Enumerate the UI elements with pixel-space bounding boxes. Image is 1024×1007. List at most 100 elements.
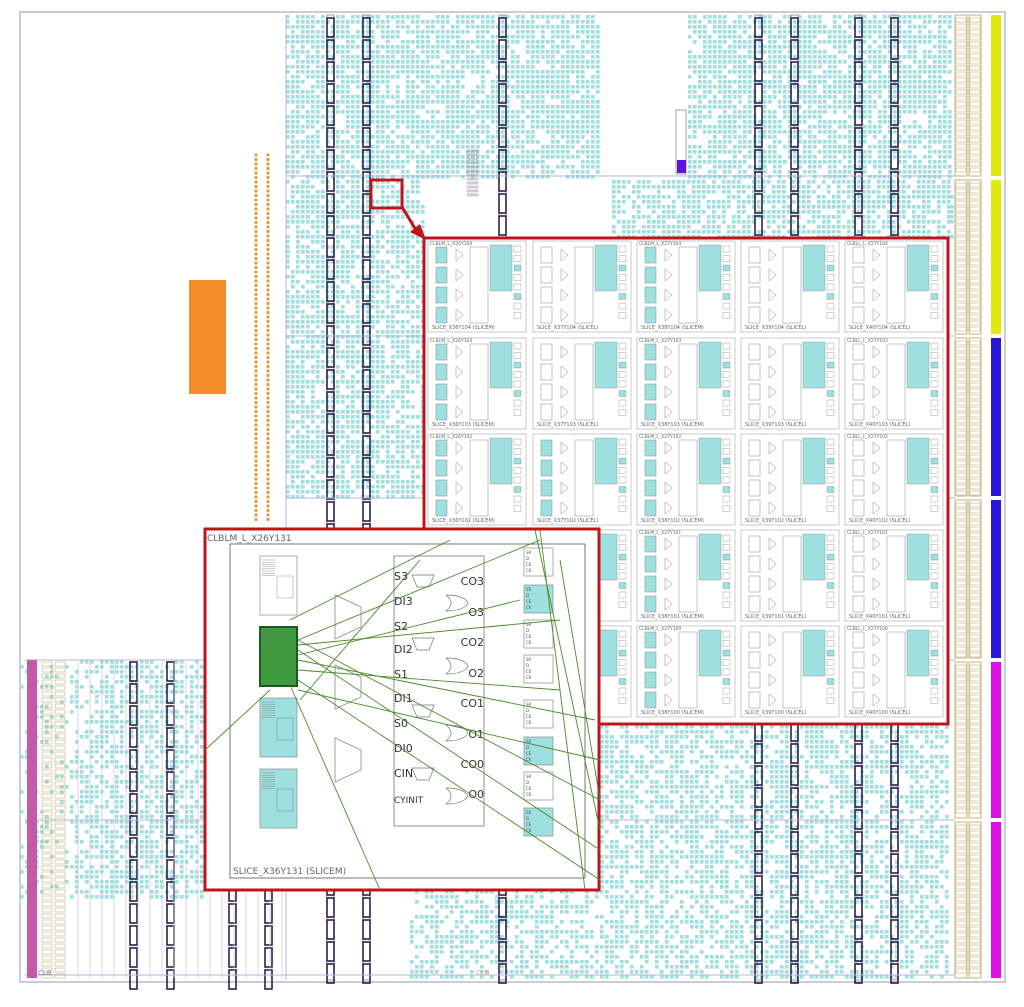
placed-cell[interactable] bbox=[718, 130, 722, 134]
placed-cell[interactable] bbox=[366, 140, 370, 144]
placed-cell[interactable] bbox=[772, 215, 776, 219]
placed-cell[interactable] bbox=[366, 405, 370, 409]
placed-cell[interactable] bbox=[346, 235, 350, 239]
placed-cell[interactable] bbox=[356, 390, 360, 394]
placed-cell[interactable] bbox=[386, 95, 390, 99]
placed-cell[interactable] bbox=[386, 435, 390, 439]
placed-cell[interactable] bbox=[286, 135, 290, 139]
placed-cell[interactable] bbox=[346, 125, 350, 129]
placed-cell[interactable] bbox=[351, 360, 355, 364]
placed-cell[interactable] bbox=[576, 60, 580, 64]
placed-cell[interactable] bbox=[386, 220, 390, 224]
placed-cell[interactable] bbox=[922, 230, 926, 234]
placed-cell[interactable] bbox=[291, 90, 295, 94]
placed-cell[interactable] bbox=[456, 25, 460, 29]
placed-cell[interactable] bbox=[727, 180, 731, 184]
placed-cell[interactable] bbox=[551, 170, 555, 174]
placed-cell[interactable] bbox=[381, 60, 385, 64]
placed-cell[interactable] bbox=[286, 425, 290, 429]
placed-cell[interactable] bbox=[556, 165, 560, 169]
placed-cell[interactable] bbox=[898, 15, 902, 19]
placed-cell[interactable] bbox=[576, 125, 580, 129]
placed-cell[interactable] bbox=[596, 50, 600, 54]
placed-cell[interactable] bbox=[768, 60, 772, 64]
placed-cell[interactable] bbox=[316, 130, 320, 134]
placed-cell[interactable] bbox=[702, 185, 706, 189]
placed-cell[interactable] bbox=[401, 400, 405, 404]
placed-cell[interactable] bbox=[898, 20, 902, 24]
placed-cell[interactable] bbox=[406, 195, 410, 199]
placed-cell[interactable] bbox=[451, 25, 455, 29]
placed-cell[interactable] bbox=[848, 40, 852, 44]
placed-cell[interactable] bbox=[728, 80, 732, 84]
placed-cell[interactable] bbox=[471, 25, 475, 29]
placed-cell[interactable] bbox=[306, 215, 310, 219]
placed-cell[interactable] bbox=[698, 55, 702, 59]
placed-cell[interactable] bbox=[386, 20, 390, 24]
placed-cell[interactable] bbox=[386, 280, 390, 284]
placed-cell[interactable] bbox=[762, 210, 766, 214]
placed-cell[interactable] bbox=[727, 185, 731, 189]
placed-cell[interactable] bbox=[828, 65, 832, 69]
placed-cell[interactable] bbox=[336, 205, 340, 209]
placed-cell[interactable] bbox=[938, 170, 942, 174]
placed-cell[interactable] bbox=[401, 210, 405, 214]
placed-cell[interactable] bbox=[828, 120, 832, 124]
placed-cell[interactable] bbox=[356, 235, 360, 239]
placed-cell[interactable] bbox=[291, 120, 295, 124]
placed-cell[interactable] bbox=[813, 100, 817, 104]
placed-cell[interactable] bbox=[863, 25, 867, 29]
placed-cell[interactable] bbox=[647, 195, 651, 199]
placed-cell[interactable] bbox=[903, 125, 907, 129]
placed-cell[interactable] bbox=[381, 245, 385, 249]
placed-cell[interactable] bbox=[748, 80, 752, 84]
placed-cell[interactable] bbox=[311, 430, 315, 434]
placed-cell[interactable] bbox=[596, 60, 600, 64]
placed-cell[interactable] bbox=[451, 60, 455, 64]
placed-cell[interactable] bbox=[777, 210, 781, 214]
placed-cell[interactable] bbox=[296, 105, 300, 109]
placed-cell[interactable] bbox=[381, 385, 385, 389]
placed-cell[interactable] bbox=[843, 20, 847, 24]
placed-cell[interactable] bbox=[546, 175, 550, 179]
placed-cell[interactable] bbox=[406, 385, 410, 389]
placed-cell[interactable] bbox=[301, 250, 305, 254]
placed-cell[interactable] bbox=[743, 70, 747, 74]
placed-cell[interactable] bbox=[908, 90, 912, 94]
placed-cell[interactable] bbox=[708, 45, 712, 49]
placed-cell[interactable] bbox=[867, 195, 871, 199]
placed-cell[interactable] bbox=[763, 165, 767, 169]
placed-cell[interactable] bbox=[571, 15, 575, 19]
placed-cell[interactable] bbox=[386, 335, 390, 339]
placed-cell[interactable] bbox=[511, 125, 515, 129]
placed-cell[interactable] bbox=[296, 115, 300, 119]
placed-cell[interactable] bbox=[682, 190, 686, 194]
placed-cell[interactable] bbox=[586, 90, 590, 94]
placed-cell[interactable] bbox=[306, 50, 310, 54]
placed-cell[interactable] bbox=[446, 135, 450, 139]
placed-cell[interactable] bbox=[296, 15, 300, 19]
placed-cell[interactable] bbox=[877, 215, 881, 219]
placed-cell[interactable] bbox=[336, 345, 340, 349]
placed-cell[interactable] bbox=[501, 25, 505, 29]
placed-cell[interactable] bbox=[501, 45, 505, 49]
placed-cell[interactable] bbox=[727, 195, 731, 199]
placed-cell[interactable] bbox=[381, 265, 385, 269]
placed-cell[interactable] bbox=[336, 105, 340, 109]
placed-cell[interactable] bbox=[371, 120, 375, 124]
placed-cell[interactable] bbox=[301, 35, 305, 39]
placed-cell[interactable] bbox=[336, 240, 340, 244]
placed-cell[interactable] bbox=[938, 135, 942, 139]
placed-cell[interactable] bbox=[416, 325, 420, 329]
placed-cell[interactable] bbox=[546, 125, 550, 129]
placed-cell[interactable] bbox=[703, 70, 707, 74]
placed-cell[interactable] bbox=[862, 225, 866, 229]
placed-cell[interactable] bbox=[326, 235, 330, 239]
placed-cell[interactable] bbox=[713, 55, 717, 59]
placed-cell[interactable] bbox=[738, 160, 742, 164]
placed-cell[interactable] bbox=[743, 45, 747, 49]
placed-cell[interactable] bbox=[311, 120, 315, 124]
placed-cell[interactable] bbox=[401, 270, 405, 274]
placed-cell[interactable] bbox=[336, 410, 340, 414]
placed-cell[interactable] bbox=[336, 225, 340, 229]
